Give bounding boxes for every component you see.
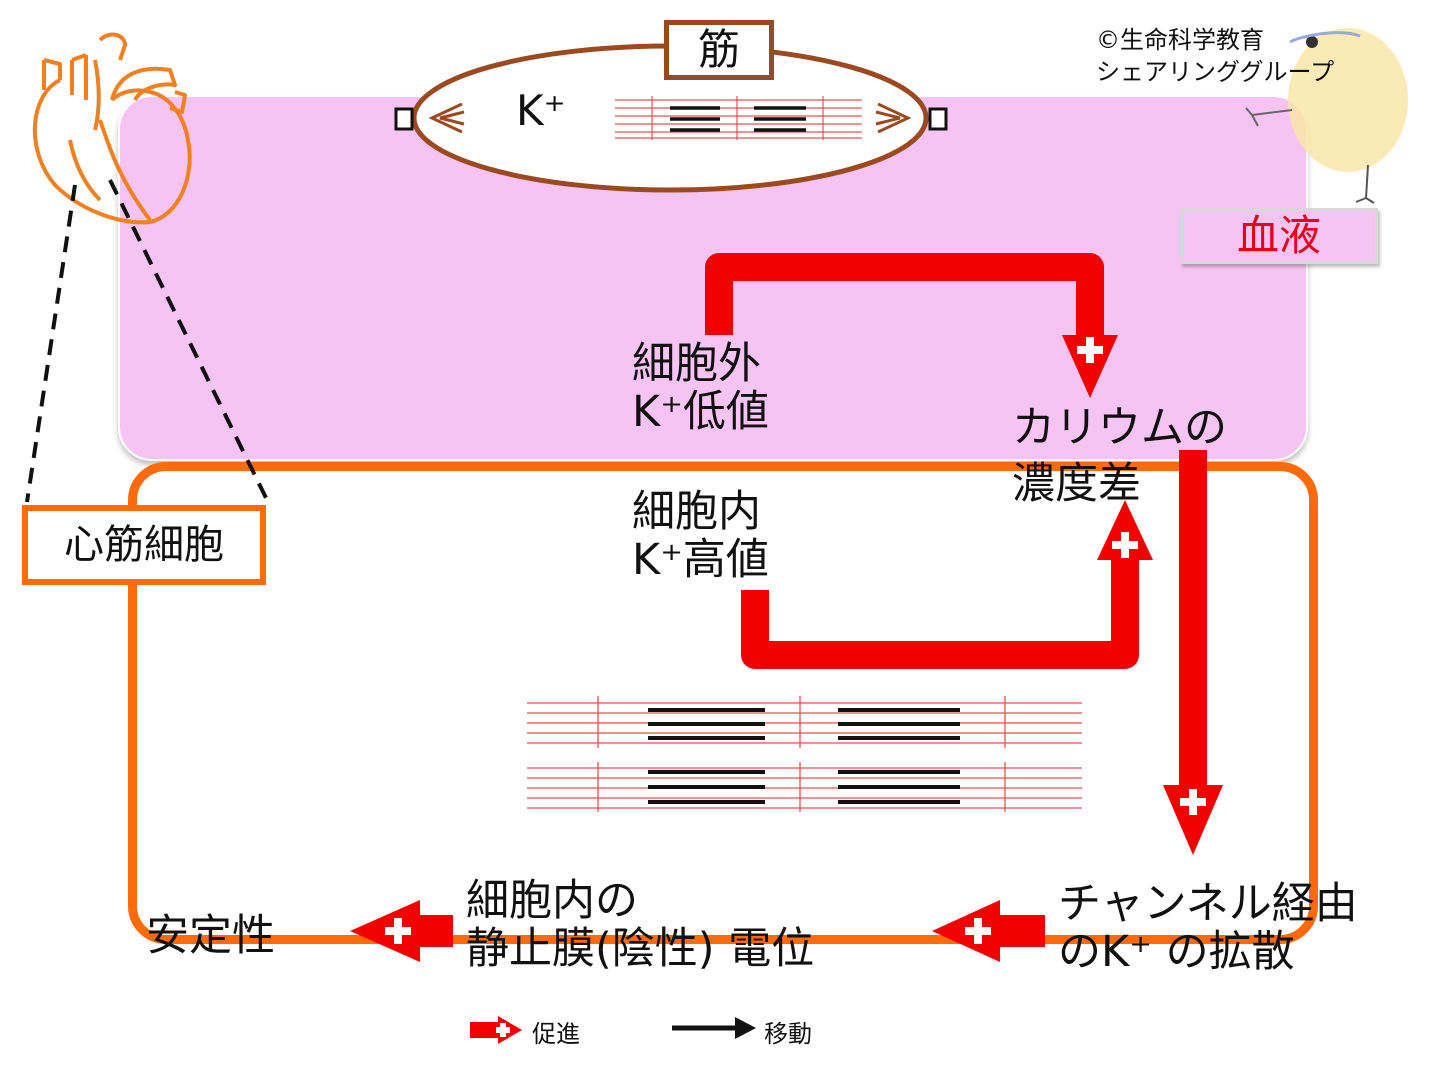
node-extracellular-line2: K⁺低値 bbox=[632, 387, 769, 437]
node-concentration-gradient: カリウムの 濃度差 bbox=[1012, 400, 1227, 512]
node-intracellular-line2: K⁺高値 bbox=[632, 535, 769, 585]
arrow-intracellular-to-gradient bbox=[741, 500, 1153, 669]
zoom-lines bbox=[25, 179, 270, 503]
node-k-diffusion: チャンネル経由 のK⁺ の拡散 bbox=[1058, 880, 1358, 976]
heart-icon bbox=[33, 32, 192, 225]
myofibril-lattice bbox=[527, 696, 1082, 812]
legend-promote-label: 促進 bbox=[532, 1020, 580, 1048]
arrow-gradient-to-diffusion bbox=[1163, 450, 1223, 855]
cardiomyocyte-label: 心筋細胞 bbox=[22, 505, 266, 585]
muscle-label: 筋 bbox=[664, 20, 774, 80]
legend-promote-icon bbox=[470, 1016, 522, 1044]
node-gradient-line1: カリウムの bbox=[1012, 403, 1227, 453]
node-diffusion-line1: チャンネル経由 bbox=[1058, 879, 1358, 929]
cardiomyocyte-boundary bbox=[128, 462, 1318, 944]
node-intracellular: 細胞内 K⁺高値 bbox=[632, 488, 769, 584]
blood-label: 血液 bbox=[1180, 208, 1378, 264]
legend-move-icon bbox=[672, 1017, 756, 1039]
node-resting-potential: 細胞内の 静止膜(陰性) 電位 bbox=[466, 877, 814, 973]
chick-illustration bbox=[1245, 28, 1408, 204]
node-stability: 安定性 bbox=[146, 911, 275, 961]
node-gradient-line2: 濃度差 bbox=[1012, 459, 1141, 509]
arrow-diffusion-to-potential bbox=[932, 900, 1045, 962]
potassium-ion-label: K⁺ bbox=[516, 86, 566, 135]
arrow-potential-to-stability bbox=[350, 900, 453, 962]
copyright-notice: ©生命科学教育 シェアリンググループ bbox=[1096, 24, 1334, 88]
node-extracellular-line1: 細胞外 bbox=[632, 339, 761, 389]
node-intracellular-line1: 細胞内 bbox=[632, 487, 761, 537]
node-potential-line2: 静止膜(陰性) 電位 bbox=[466, 924, 815, 974]
arrow-extracellular-to-gradient bbox=[705, 253, 1118, 398]
copyright-line2: シェアリンググループ bbox=[1096, 58, 1335, 86]
copyright-line1: ©生命科学教育 bbox=[1096, 26, 1264, 54]
node-potential-line1: 細胞内の bbox=[466, 876, 638, 926]
node-diffusion-line2: のK⁺ の拡散 bbox=[1058, 927, 1295, 977]
legend-move-label: 移動 bbox=[764, 1020, 812, 1048]
node-extracellular: 細胞外 K⁺低値 bbox=[632, 340, 769, 436]
